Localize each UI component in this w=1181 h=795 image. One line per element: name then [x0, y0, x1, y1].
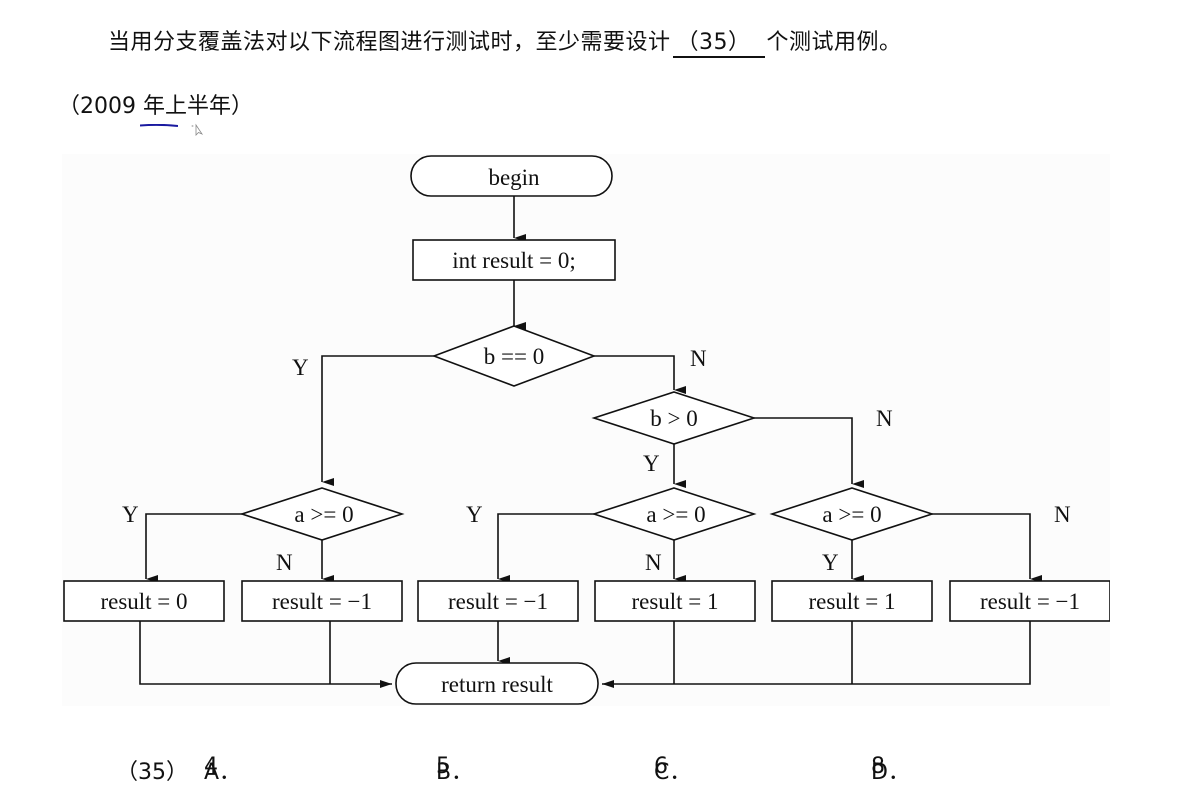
begin-terminal [410, 155, 613, 197]
option-b-letter: B． [436, 760, 474, 785]
branch-label-n-a-mid: N [645, 550, 662, 575]
option-d-letter: D． [871, 760, 910, 785]
answer-number: （35） [116, 760, 188, 785]
question-suffix: 个测试用例。 [766, 30, 902, 55]
question-year: （2009 年上半年） [58, 94, 253, 119]
branch-label-n-a-right: N [1054, 502, 1071, 527]
result-label-6: result = −1 [980, 589, 1080, 614]
option-a-letter: A． [204, 760, 242, 785]
flowchart-diagram: begin int result = 0; b == 0 b > 0 a >= … [62, 154, 1110, 706]
result-box-2 [241, 580, 403, 622]
decision-b-gt-0-label: b > 0 [650, 406, 697, 431]
branch-label-y-a-mid: Y [466, 502, 483, 527]
return-terminal [395, 662, 599, 705]
result-label-5: result = 1 [808, 589, 895, 614]
result-box-3 [417, 580, 579, 622]
result-label-4: result = 1 [631, 589, 718, 614]
branch-label-n-a-left: N [276, 550, 293, 575]
branch-label-y-b-eq-0: Y [292, 355, 309, 380]
decision-b-eq-0 [431, 325, 597, 387]
branch-label-n-b-gt-0: N [876, 406, 893, 431]
branch-label-n-b-eq-0: N [690, 346, 707, 371]
result-box-1 [63, 580, 225, 622]
branch-label-y-a-right: Y [822, 550, 839, 575]
result-box-5 [771, 580, 933, 622]
question-text: 当用分支覆盖法对以下流程图进行测试时，至少需要设计（35）个测试用例。 [108, 24, 902, 58]
question-prefix: 当用分支覆盖法对以下流程图进行测试时，至少需要设计 [108, 30, 671, 55]
option-c-letter: C． [654, 760, 692, 785]
answer-blank: （35） [672, 30, 765, 58]
decision-a-ge-0-mid-label: a >= 0 [646, 502, 705, 527]
flowchart-svg: begin int result = 0; b == 0 b > 0 a >= … [63, 155, 1110, 705]
init-process-box [412, 239, 616, 281]
result-label-2: result = −1 [272, 589, 372, 614]
result-label-1: result = 0 [100, 589, 187, 614]
return-label: return result [441, 672, 553, 697]
option-d-value: 8 [871, 754, 885, 779]
decision-a-ge-0-left-label: a >= 0 [294, 502, 353, 527]
option-b-value: 5 [436, 754, 450, 779]
pen-annotation-mark [140, 124, 178, 127]
branch-label-y-a-left: Y [122, 502, 139, 527]
answer-options: （35） A．4 B．5 C．6 D．8 [0, 754, 1181, 785]
mouse-cursor-icon [191, 123, 204, 136]
decision-a-ge-0-right-label: a >= 0 [822, 502, 881, 527]
begin-label: begin [488, 165, 540, 190]
result-box-4 [594, 580, 756, 622]
init-label: int result = 0; [452, 248, 576, 273]
decision-b-eq-0-label: b == 0 [484, 344, 544, 369]
result-label-3: result = −1 [448, 589, 548, 614]
branch-label-y-b-gt-0: Y [643, 451, 660, 476]
option-a-value: 4 [204, 754, 218, 779]
option-c-value: 6 [654, 754, 668, 779]
